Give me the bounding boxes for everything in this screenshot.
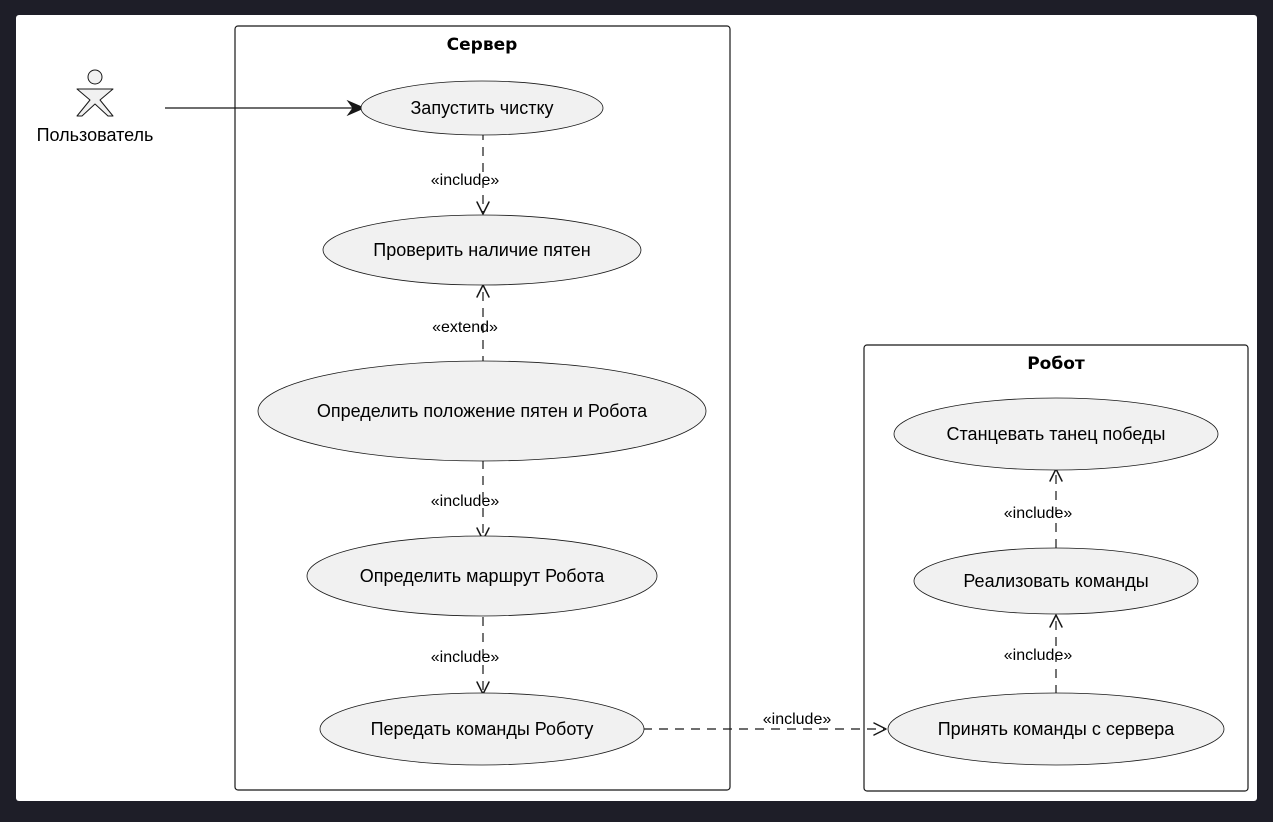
use-case-start-cleaning[interactable]: Запустить чистку [360, 80, 604, 136]
actor-label: Пользователь [37, 125, 154, 145]
relation-label-include: «include» [431, 493, 500, 510]
use-case-receive-commands[interactable]: Принять команды с сервера [887, 692, 1225, 766]
connector-locate-to-check: «extend» [432, 284, 498, 365]
connector-receive-to-execute: «include» [1004, 614, 1073, 694]
connector-route-to-send: «include» [431, 617, 500, 695]
use-case-execute-commands[interactable]: Реализовать команды [913, 547, 1199, 615]
use-case-label: Реализовать команды [963, 571, 1148, 591]
use-case-label: Проверить наличие пятен [373, 240, 590, 260]
connector-actor-to-start [165, 99, 366, 117]
use-case-label: Запустить чистку [410, 98, 553, 118]
relation-label-include: «include» [431, 172, 500, 189]
use-case-label: Принять команды с сервера [938, 719, 1176, 739]
robot-package: Робот [863, 344, 1249, 792]
connector-send-to-receive: «include» [643, 711, 887, 736]
server-package-title: Сервер [447, 35, 518, 55]
relation-label-extend: «extend» [432, 319, 498, 336]
use-case-check-stains[interactable]: Проверить наличие пятен [322, 214, 642, 286]
use-case-plan-route[interactable]: Определить маршрут Робота [306, 535, 658, 617]
connector-locate-to-route: «include» [431, 460, 500, 541]
relation-label-include: «include» [431, 649, 500, 666]
relation-label-include: «include» [763, 711, 832, 728]
use-case-label: Определить маршрут Робота [360, 566, 606, 586]
use-case-locate-stains-robot[interactable]: Определить положение пятен и Робота [257, 360, 707, 462]
robot-package-title: Робот [1027, 354, 1085, 374]
use-case-diagram: Сервер Робот Пользователь «include» «ext… [37, 25, 1249, 792]
use-case-send-commands[interactable]: Передать команды Роботу [319, 692, 645, 766]
connector-start-to-check: «include» [431, 131, 500, 215]
relation-label-include: «include» [1004, 647, 1073, 664]
diagram-canvas: Сервер Робот Пользователь «include» «ext… [16, 15, 1257, 801]
connector-execute-to-dance: «include» [1004, 468, 1073, 548]
actor-stick-figure-icon [76, 69, 114, 117]
actor-user: Пользователь [37, 69, 154, 145]
use-case-label: Станцевать танец победы [947, 424, 1166, 444]
use-case-dance[interactable]: Станцевать танец победы [893, 397, 1219, 471]
server-package: Сервер [234, 25, 731, 791]
relation-label-include: «include» [1004, 505, 1073, 522]
server-package-frame [234, 25, 731, 791]
use-case-label: Определить положение пятен и Робота [317, 401, 648, 421]
use-case-label: Передать команды Роботу [371, 719, 594, 739]
robot-package-frame [863, 344, 1249, 792]
